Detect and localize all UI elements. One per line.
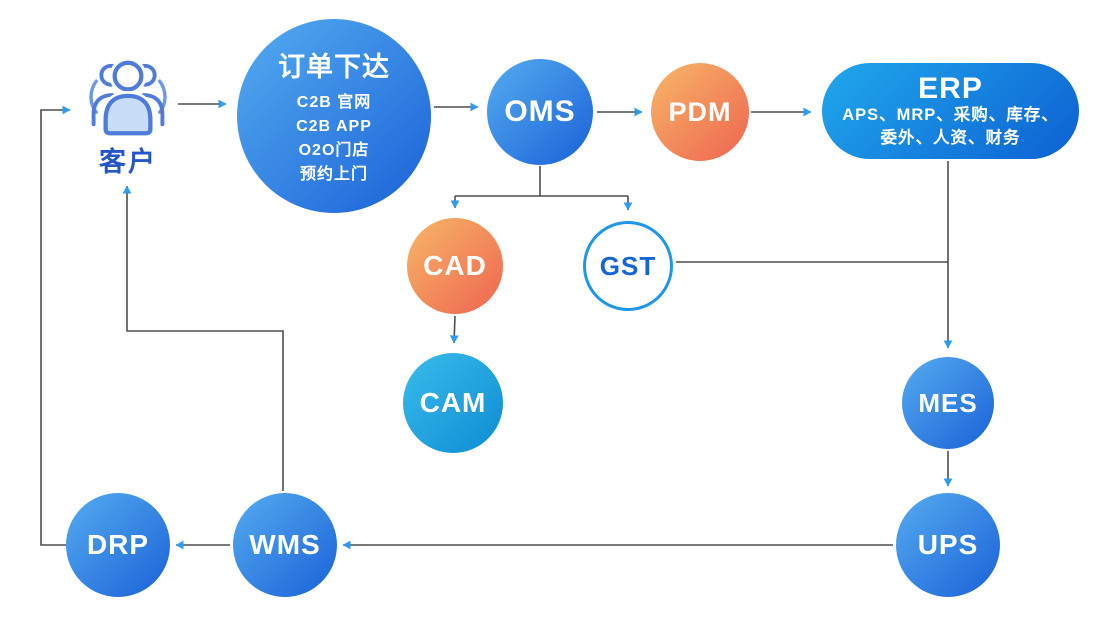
order-channel-c2b-app: C2B APP	[296, 118, 372, 135]
wms-label: WMS	[249, 529, 321, 560]
order-channel-appointment: 预约上门	[299, 166, 368, 183]
node-gst: GST	[583, 221, 673, 311]
mes-label: MES	[918, 387, 978, 418]
customers-icon	[89, 57, 167, 138]
node-cad: CAD	[407, 218, 503, 314]
gst-label: GST	[599, 250, 657, 281]
order-channel-c2b-web: C2B 官网	[296, 94, 372, 111]
node-pdm: PDM	[651, 63, 749, 161]
cam-label: CAM	[419, 387, 487, 418]
drp-label: DRP	[86, 529, 150, 560]
customer-label: 客户	[99, 147, 157, 177]
line-oms-split	[455, 166, 628, 197]
erp-title: ERP	[918, 71, 983, 105]
node-mes: MES	[902, 357, 994, 449]
customer-node: 客户	[74, 52, 182, 179]
arrow-drp-to-customer	[40, 105, 71, 546]
node-cam: CAM	[403, 353, 503, 453]
node-erp: ERP APS、MRP、采购、库存、 委外、人资、财务	[822, 63, 1079, 159]
order-title: 订单下达	[278, 52, 390, 82]
node-order: 订单下达 C2B 官网 C2B APP O2O门店 预约上门	[237, 19, 431, 213]
arrow-wms-to-customer	[122, 185, 284, 491]
oms-label: OMS	[504, 95, 576, 128]
node-drp: DRP	[66, 493, 170, 597]
erp-modules-line2: 委外、人资、财务	[880, 128, 1021, 147]
arrow-cad-to-cam	[449, 315, 459, 344]
order-channel-o2o-store: O2O门店	[298, 142, 370, 159]
ups-label: UPS	[917, 529, 979, 560]
cad-label: CAD	[423, 250, 487, 281]
node-oms: OMS	[487, 59, 593, 165]
node-wms: WMS	[233, 493, 337, 597]
pdm-label: PDM	[668, 96, 732, 127]
erp-modules-line1: APS、MRP、采购、库存、	[842, 106, 1059, 125]
node-ups: UPS	[896, 493, 1000, 597]
